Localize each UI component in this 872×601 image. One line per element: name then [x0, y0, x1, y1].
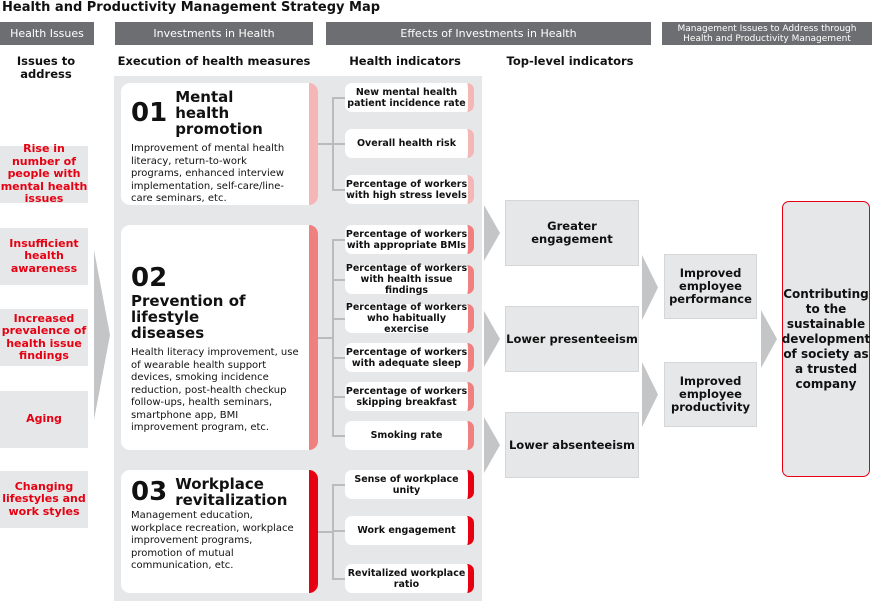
indicator: Smoking rate — [345, 421, 474, 450]
arrow-icon — [484, 417, 500, 473]
subheader-top: Top-level indicators — [506, 54, 634, 68]
mid-indicator: Improved employee productivity — [664, 362, 757, 427]
measure-title: Prevention of lifestyle diseases — [131, 292, 246, 342]
indicator: Percentage of workers who habitually exe… — [345, 302, 474, 335]
indicator: Work engagement — [345, 516, 474, 545]
indicator: Percentage of workers with health issue … — [345, 263, 474, 296]
subheader-indicators: Health indicators — [349, 54, 461, 68]
page-title: Health and Productivity Management Strat… — [2, 0, 381, 15]
arrow-icon — [94, 250, 110, 420]
measure-description: Improvement of mental health literacy, r… — [131, 143, 285, 204]
measure-mental-health: 01Mental health promotion Improvement of… — [121, 83, 318, 205]
indicator: Overall health risk — [345, 129, 474, 158]
measure-title: Workplace revitalization — [175, 475, 288, 509]
measure-number: 02 — [131, 263, 168, 293]
indicator: Percentage of workers with high stress l… — [345, 175, 474, 204]
top-indicator: Lower absenteeism — [505, 412, 639, 478]
top-indicator: Lower presenteeism — [505, 306, 639, 372]
indicator: Percentage of workers with appropriate B… — [345, 225, 474, 254]
indicator: Percentage of workers with adequate slee… — [345, 343, 474, 372]
arrow-icon — [642, 362, 658, 427]
measure-lifestyle: 02Prevention of lifestyle diseases Healt… — [121, 225, 318, 450]
issue-box: Rise in number of people with mental hea… — [0, 142, 88, 206]
issue-box: Aging — [0, 391, 88, 448]
indicator: Revitalized workplace ratio — [345, 564, 474, 593]
issue-box: Increased prevalence of health issue fin… — [0, 309, 88, 366]
subheader-execution: Execution of health measures — [117, 54, 311, 68]
indicator: New mental health patient incidence rate — [345, 83, 474, 112]
measure-description: Health literacy improvement, use of wear… — [131, 347, 299, 433]
final-goal: Contributing to the sustainable developm… — [782, 201, 870, 477]
header-management: Management Issues to Address through Hea… — [662, 22, 872, 45]
arrow-icon — [761, 310, 777, 368]
arrow-icon — [484, 311, 500, 367]
header-health-issues: Health Issues — [0, 22, 94, 45]
measure-title: Mental health promotion — [175, 88, 263, 138]
indicator: Percentage of workers skipping breakfast — [345, 382, 474, 411]
measure-number: 01 — [131, 98, 168, 128]
header-effects: Effects of Investments in Health — [326, 22, 651, 45]
header-investments: Investments in Health — [115, 22, 313, 45]
subheader-issues: Issues to address — [16, 54, 76, 81]
arrow-icon — [642, 255, 658, 320]
issue-box: Changing lifestyles and work styles — [0, 471, 88, 528]
issue-box: Insufficient health awareness — [0, 228, 88, 285]
indicator: Sense of workplace unity — [345, 470, 474, 499]
top-indicator: Greater engagement — [505, 200, 639, 266]
mid-indicator: Improved employee performance — [664, 254, 757, 319]
arrow-icon — [484, 205, 500, 261]
measure-description: Management education, workplace recreati… — [131, 510, 294, 571]
measure-number: 03 — [131, 477, 168, 507]
